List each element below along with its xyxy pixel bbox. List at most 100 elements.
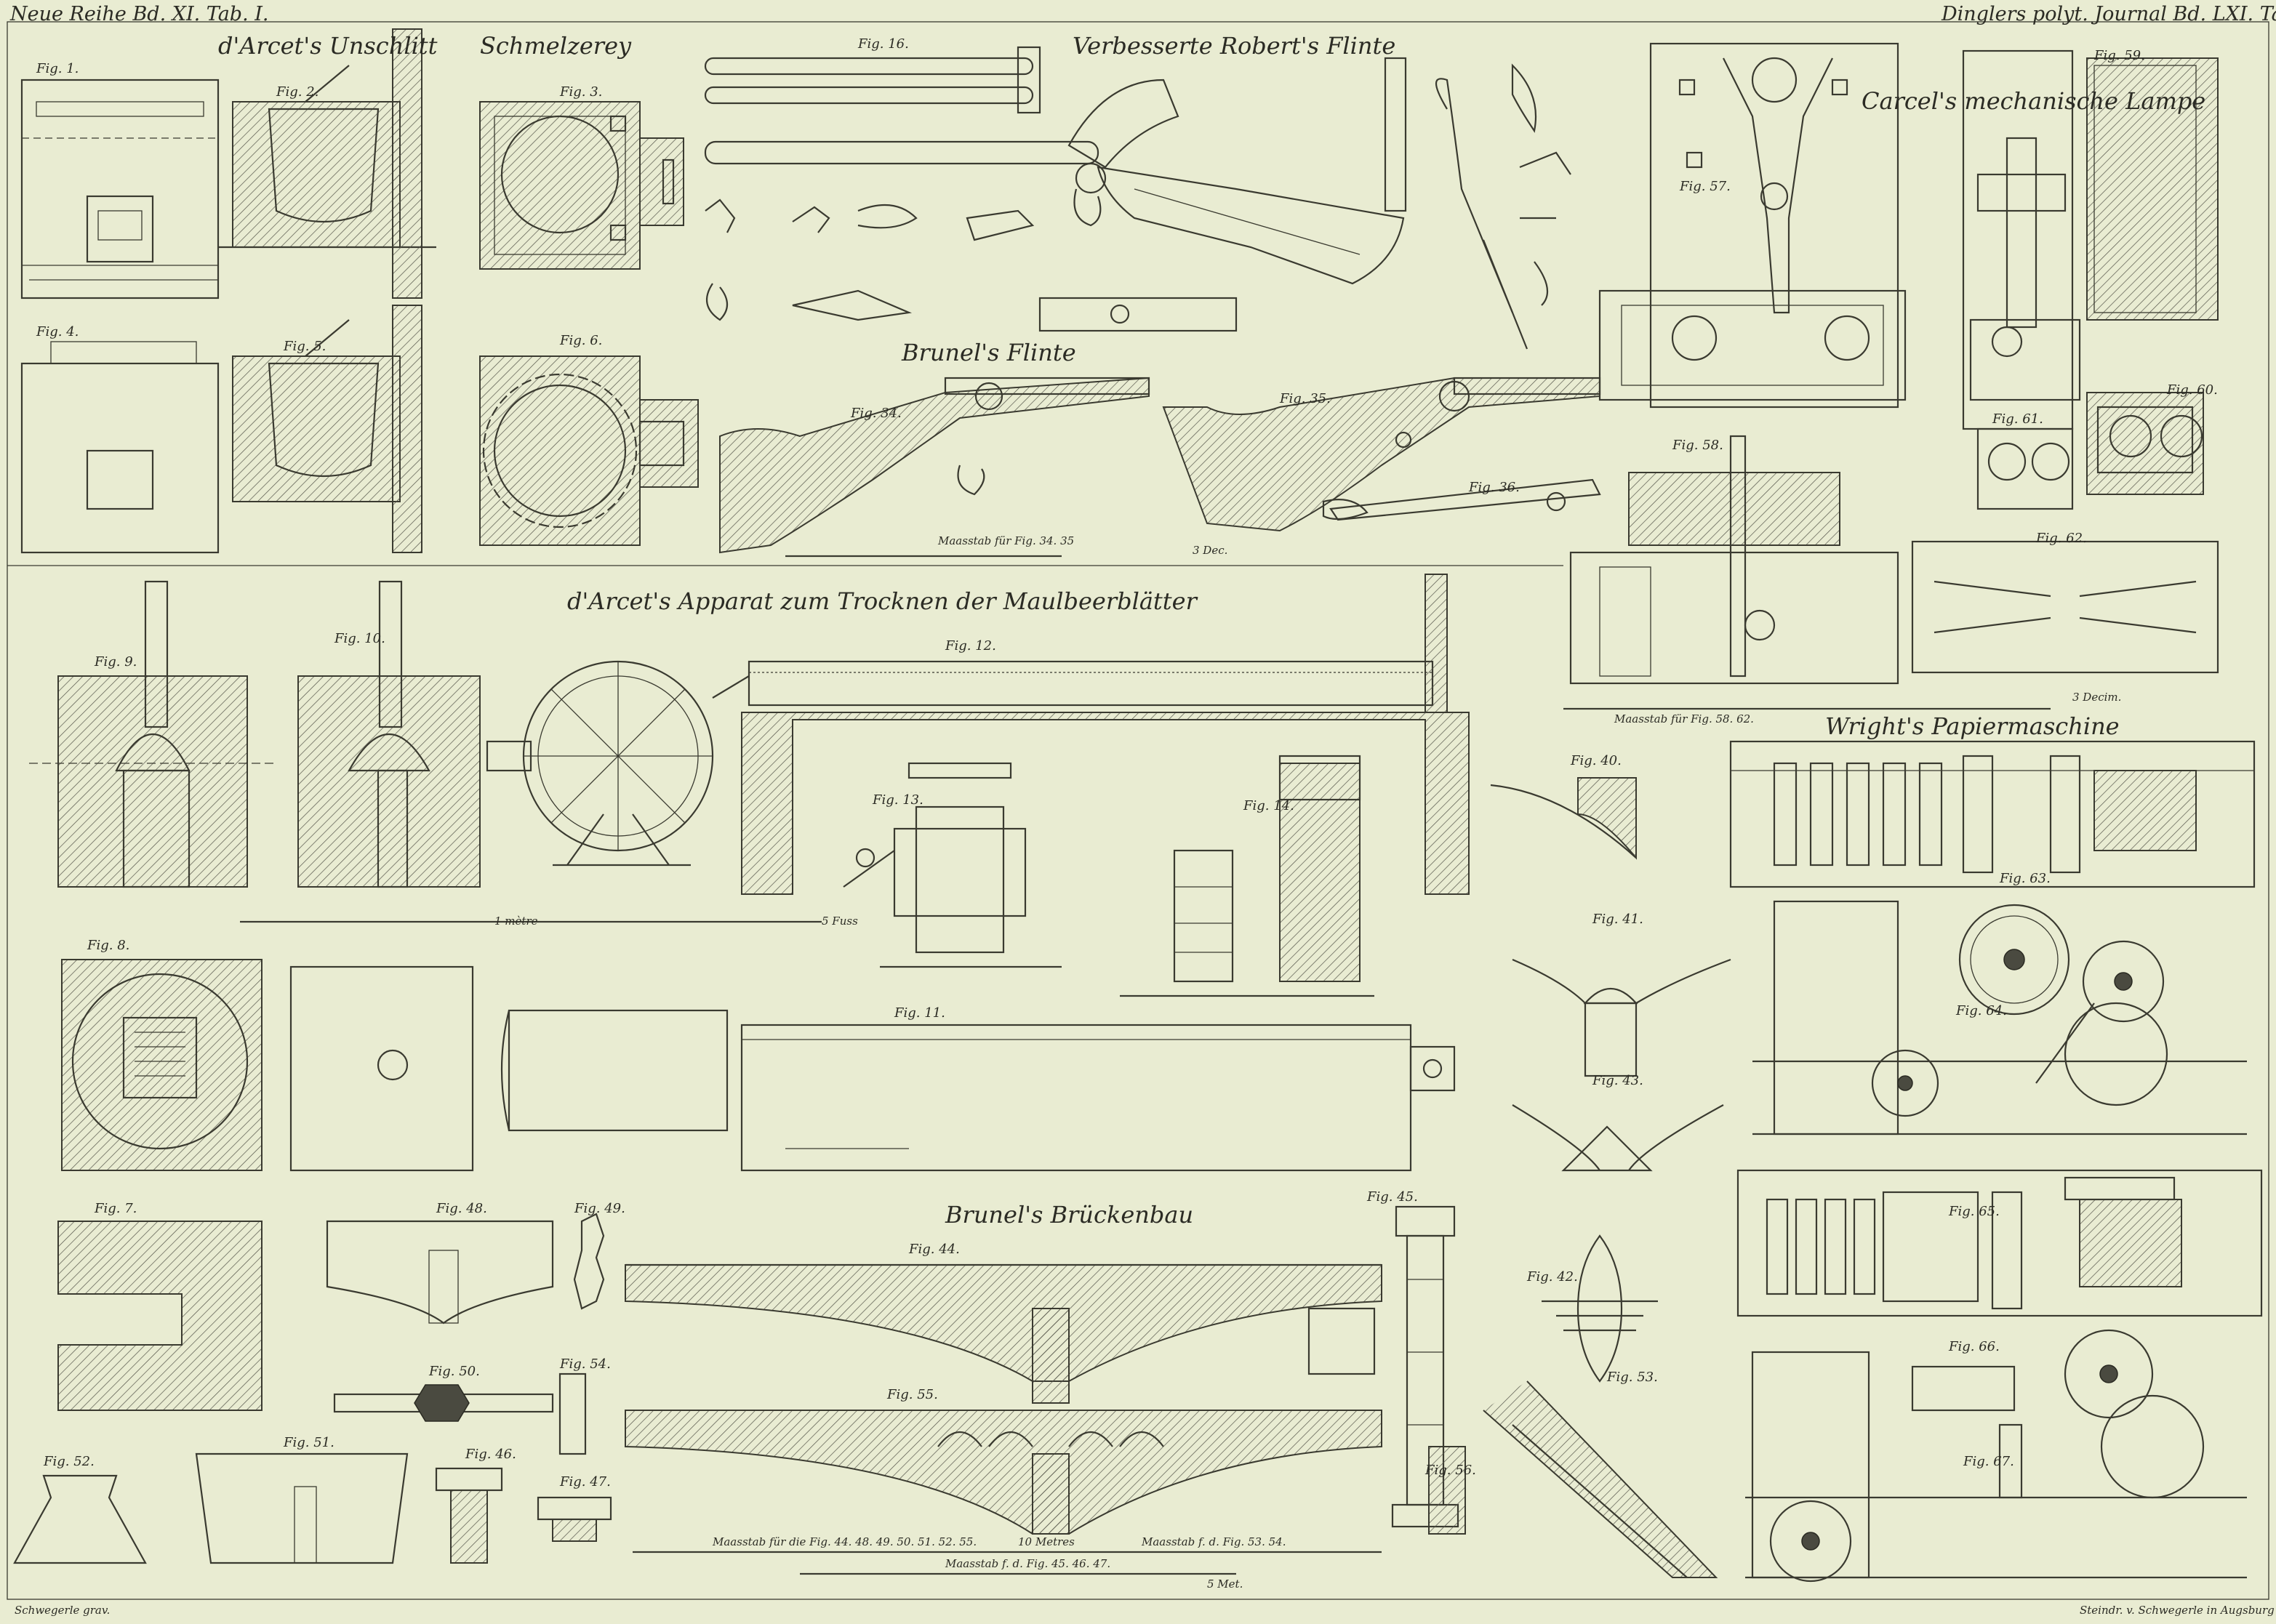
fig-label-41: Fig. 41. [1592,912,1643,927]
title-unschlitt: d'Arcet's Unschlitt [218,32,438,60]
fig-label-3: Fig. 3. [560,84,603,100]
fig-label-16: Fig. 16. [858,36,909,52]
lamp-fig-60-drawing [2086,392,2204,495]
fig-label-44: Fig. 44. [909,1242,960,1257]
footer-printer: Steindr. v. Schwegerle in Augsburg [2080,1604,2275,1617]
scale-bruecke-1: Maasstab für die Fig. 44. 48. 49. 50. 51… [713,1535,977,1548]
fig-label-46: Fig. 46. [465,1447,516,1462]
fig-label-66: Fig. 66. [1949,1339,2000,1354]
fig-label-6: Fig. 6. [560,333,603,348]
scale-bruecke-3: Maasstab f. d. Fig. 45. 46. 47. [945,1557,1111,1570]
footer-engraver: Schwegerle grav. [15,1604,111,1617]
fig-11-drawing [486,660,714,867]
title-wright-papiermaschine: Wright's Papiermaschine [1825,712,2120,740]
paper-machine-fig-66-drawing [1745,1329,2247,1583]
fig-label-36: Fig. 36. [1469,480,1520,495]
fig-label-9: Fig. 9. [95,654,137,670]
fig-label-4: Fig. 4. [36,324,79,339]
fig-label-47: Fig. 47. [560,1474,611,1490]
fig-label-5: Fig. 5. [284,339,326,354]
title-brunel-flinte: Brunel's Flinte [902,339,1076,366]
fig-15-drawing [289,965,474,1172]
fig-4-drawing [20,341,220,554]
scale-flinte-end: 3 Dec. [1193,544,1228,557]
fig-7-drawing [57,1221,263,1411]
fig-label-64: Fig. 64. [1956,1003,2007,1018]
fig-51-drawing [195,1452,409,1564]
lamp-fig-61-drawing [1976,427,2074,510]
fig-label-35: Fig. 35. [1280,391,1331,406]
fig-label-2: Fig. 2. [276,84,319,100]
fig-8-drawing [61,959,263,1171]
fig-label-10: Fig. 10. [334,631,385,646]
fig-54-drawing [558,1372,587,1455]
lamp-fig-58-drawing [1569,435,1899,685]
plate-header-right: Dinglers polyt. Journal Bd. LXI. Tab. I. [1942,3,2276,25]
fig-label-52: Fig. 52. [44,1454,95,1469]
paper-machine-fig-65-drawing [1736,1169,2263,1317]
fig-48-drawing [326,1220,554,1324]
fig-label-48: Fig. 48. [436,1201,487,1216]
fig-label-65: Fig. 65. [1949,1204,2000,1219]
fig-50-drawing [333,1384,554,1422]
fig-17-drawing [500,1009,1456,1172]
fig-label-45: Fig. 45. [1367,1189,1418,1205]
plate-header-left: Neue Reihe Bd. XI. Tab. I. [10,3,269,25]
fig-label-12: Fig. 12. [945,638,996,654]
title-schmelzerey: Schmelzerey [480,32,632,60]
fig-label-50: Fig. 50. [429,1364,480,1379]
fig-13-drawing [843,762,1062,968]
fig-label-57: Fig. 57. [1680,179,1731,194]
lamp-fig-59-drawing [1962,49,2219,430]
fig-6-drawing [479,355,699,546]
fig-9-drawing [29,580,276,888]
brunel-gun-drawing [719,377,1601,558]
fig-label-40: Fig. 40. [1571,753,1622,768]
title-carcel-lampe: Carcel's mechanische Lampe [1862,87,2206,115]
fig-45-drawing [1391,1205,1459,1528]
title-brunel-brueckenbau: Brunel's Brückenbau [945,1201,1194,1229]
scale-lampe: Maasstab für Fig. 58. 62. [1614,712,1754,725]
fig-49-drawing [573,1213,605,1310]
scale-apparat-unit: 1 mètre [494,914,538,928]
fig-12-drawing [712,574,1470,895]
fig-52-drawing [13,1474,147,1564]
fig-2-drawing [218,28,436,299]
fig-41-drawing [1512,958,1731,1077]
fig-label-43: Fig. 43. [1592,1073,1643,1088]
fig-label-51: Fig. 51. [284,1435,334,1450]
fig-label-14: Fig. 14. [1243,798,1294,813]
fig-label-55: Fig. 55. [887,1387,938,1402]
fig-label-8: Fig. 8. [87,938,130,953]
plate-border [7,21,2269,1600]
lamp-fig-57-drawing [1598,42,1907,409]
fig-1-drawing [20,79,220,300]
fig-label-61: Fig. 61. [1992,411,2043,427]
fig-label-59: Fig. 59. [2094,48,2145,63]
fig-56-drawing [1428,1446,1466,1535]
scale-lampe-end: 3 Decim. [2072,691,2122,704]
fig-label-62: Fig. 62. [2036,531,2087,546]
title-arcet-apparat: d'Arcet's Apparat zum Trocknen der Maulb… [567,587,1197,615]
bridge-fig-55-drawing [625,1410,1382,1535]
scale-apparat-end: 5 Fuss [822,914,858,928]
fig-14-drawing [1120,755,1374,997]
fig-label-34: Fig. 34. [851,406,902,421]
fig-5-drawing [232,305,422,553]
scale-bruecke-1-metres: 10 Metres [1018,1535,1075,1548]
fig-42-drawing [1542,1234,1658,1383]
fig-40-drawing [1490,777,1637,860]
fig-3-drawing [479,101,684,270]
fig-label-67: Fig. 67. [1963,1454,2014,1469]
fig-label-13: Fig. 13. [873,792,923,808]
fig-label-42: Fig. 42. [1527,1269,1578,1285]
paper-machine-fig-63-drawing [1729,740,2256,888]
fig-47-drawing [537,1496,612,1542]
fig-10-drawing [297,580,481,888]
fig-label-53: Fig. 53. [1607,1370,1658,1385]
fig-label-58: Fig. 58. [1672,438,1723,453]
fig-label-49: Fig. 49. [574,1201,625,1216]
fig-label-54: Fig. 54. [560,1356,611,1372]
robert-gun-drawing [704,46,1571,350]
